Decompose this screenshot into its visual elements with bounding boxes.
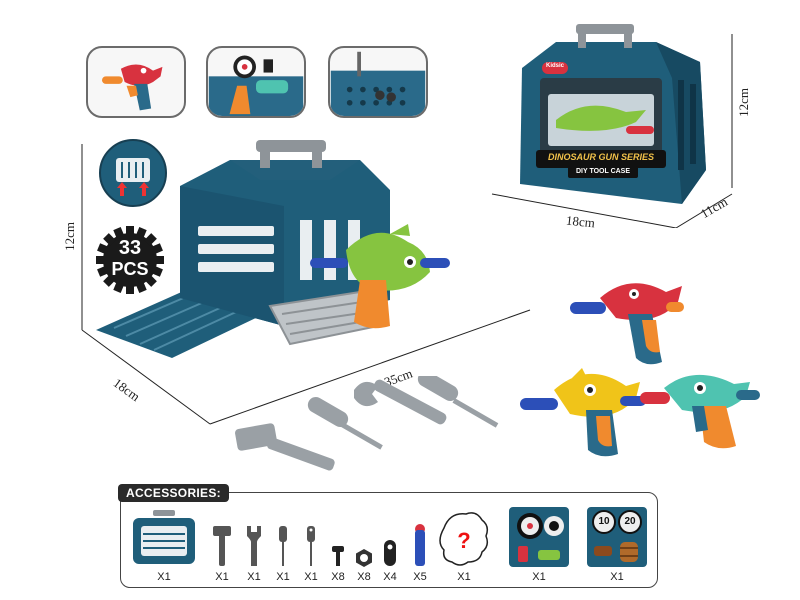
yellow-dino-gun: [520, 368, 646, 457]
gasket-icon: [384, 540, 396, 566]
acc-case: X1: [126, 500, 202, 584]
acc-target-card-b: 10 20 X1: [582, 500, 652, 584]
acc-qty: X1: [157, 571, 171, 583]
thumb-dart-target: [206, 46, 306, 118]
barrel-target-icon: [587, 507, 647, 567]
dim-box-width: 18cm: [565, 212, 596, 231]
svg-text:?: ?: [457, 528, 470, 553]
acc-qty: X1: [247, 571, 261, 583]
acc-wrench: X1: [240, 500, 268, 584]
acc-qty: X1: [532, 571, 546, 583]
case-icon: [133, 510, 195, 564]
score-target-card: 10 20: [586, 506, 648, 568]
acc-qty: X8: [331, 571, 345, 583]
badge-count: 33: [118, 237, 142, 259]
acc-qty: X1: [215, 571, 229, 583]
acc-target-card-a: X1: [506, 500, 572, 584]
acc-qty: X4: [383, 571, 397, 583]
acc-dinosaur-shell: ? X1: [434, 500, 494, 584]
piece-count-badge: 33 PCS: [96, 226, 164, 294]
package-subtitle: DIY TOOL CASE: [575, 168, 631, 175]
dartboard-target-icon: [509, 507, 569, 567]
dart-icon: [415, 524, 425, 566]
package-box-illustration: [491, 24, 733, 228]
target-number-10: 10: [598, 516, 610, 527]
acc-qty: X5: [413, 571, 427, 583]
screw-icon: [332, 546, 344, 566]
tools-illustration: [235, 376, 499, 471]
badge-unit: PCS: [111, 259, 149, 279]
acc-qty: X1: [304, 571, 318, 583]
target-number-20: 20: [624, 516, 636, 527]
wrench-icon: [247, 526, 261, 566]
acc-nut: X8: [352, 500, 376, 584]
acc-screw: X8: [326, 500, 350, 584]
nut-icon: [356, 549, 372, 567]
acc-cross-screwdriver: X1: [298, 500, 324, 584]
acc-dart: X5: [406, 500, 434, 584]
acc-gasket: X4: [378, 500, 402, 584]
thumb-gun-assembly: [86, 46, 186, 118]
acc-qty: X1: [457, 571, 471, 583]
acc-qty: X1: [276, 571, 290, 583]
accessories-title: ACCESSORIES:: [118, 484, 229, 502]
acc-qty: X1: [610, 571, 624, 583]
dim-box-height: 12cm: [736, 88, 751, 117]
package-series-title: DINOSAUR GUN SERIES: [547, 152, 654, 162]
acc-qty: X8: [357, 571, 371, 583]
acc-flat-screwdriver: X1: [270, 500, 296, 584]
flat-screwdriver-icon: [279, 526, 287, 566]
cross-screwdriver-icon: [307, 526, 315, 566]
red-dino-gun: [570, 283, 684, 365]
hammer-icon: [213, 526, 231, 566]
package-brand-label: Kidsic: [545, 63, 564, 69]
assembled-case-illustration: [81, 140, 531, 425]
case-convert-icon: [98, 138, 168, 208]
dinosaur-shell-icon: ?: [439, 512, 489, 566]
thumb-screw-board: [328, 46, 428, 118]
dim-assembled-height: 12cm: [62, 222, 77, 251]
mint-dino-gun: [640, 374, 760, 449]
acc-hammer: X1: [208, 500, 236, 584]
